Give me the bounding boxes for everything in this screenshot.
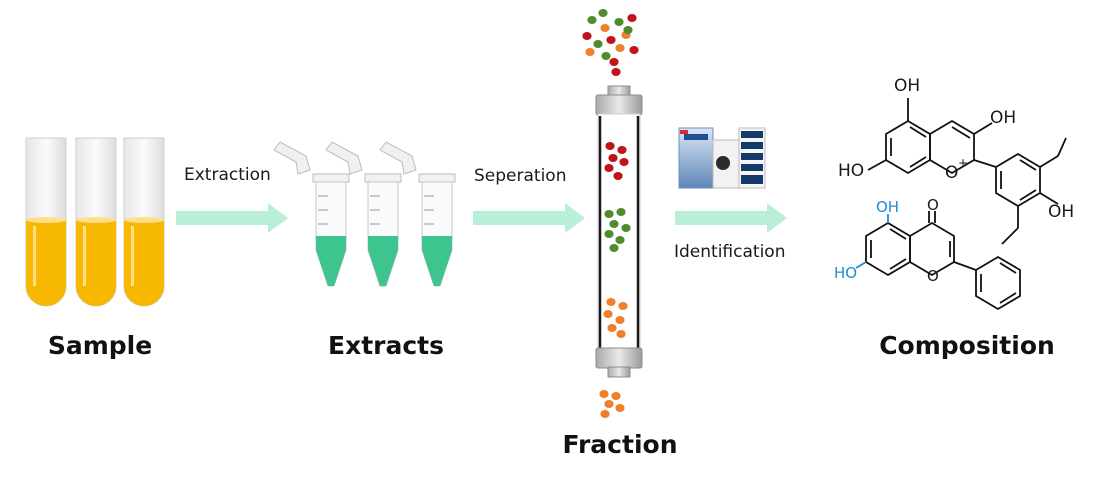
oxonium-label: O: [945, 163, 959, 183]
hydroxyl-label: OH: [876, 198, 900, 216]
particle-dot: [600, 24, 610, 32]
particle-dot: [587, 16, 597, 24]
particle-dot: [609, 58, 619, 66]
particle-dot: [606, 36, 616, 44]
particle-dot: [617, 146, 627, 154]
particle-dot: [618, 302, 628, 310]
stage-label-fraction: Fraction: [562, 430, 678, 459]
particle-dot: [616, 330, 626, 338]
particle-dot: [604, 400, 614, 408]
stage-label-extracts: Extracts: [327, 331, 445, 360]
particle-dot: [615, 316, 625, 324]
stage-label-composition: Composition: [879, 331, 1055, 360]
carbonyl-label: O: [927, 196, 939, 214]
particle-dot: [600, 410, 610, 418]
ring-oxygen-label: O: [927, 267, 939, 285]
particle-dot: [619, 158, 629, 166]
hplc-instrument-icon: [678, 127, 766, 189]
test-tube: [75, 137, 117, 307]
particle-dot: [611, 392, 621, 400]
test-tube: [123, 137, 165, 307]
particle-dot: [604, 230, 614, 238]
charge-label: +: [958, 156, 969, 170]
step-label-identification: Identification: [674, 242, 786, 262]
particle-dot: [604, 210, 614, 218]
anthocyanidin-structure: [867, 98, 1067, 245]
fraction-particles: [582, 9, 639, 418]
particle-dot: [629, 46, 639, 54]
hydroxyl-label: OH: [1048, 202, 1075, 222]
test-tube: [25, 137, 67, 307]
hydroxyl-label: OH: [990, 108, 1017, 128]
microcentrifuge-tube: [325, 141, 402, 287]
particle-dot: [604, 164, 614, 172]
particle-dot: [608, 154, 618, 162]
step-label-separation: Seperation: [474, 166, 567, 186]
particle-dot: [601, 52, 611, 60]
sample-test-tubes: [25, 137, 165, 307]
chromatography-column: [595, 85, 643, 378]
particle-dot: [585, 48, 595, 56]
arrow-extraction: [176, 203, 288, 233]
microcentrifuge-tube: [379, 141, 456, 287]
particle-dot: [606, 298, 616, 306]
particle-dot: [593, 40, 603, 48]
extract-tubes: [273, 141, 456, 287]
particle-dot: [599, 390, 609, 398]
particle-dot: [616, 208, 626, 216]
particle-dot: [609, 220, 619, 228]
arrow-separation: [473, 203, 585, 233]
particle-dot: [607, 324, 617, 332]
particle-dot: [621, 224, 631, 232]
particle-dot: [615, 404, 625, 412]
particle-dot: [611, 68, 621, 76]
particle-dot: [605, 142, 615, 150]
particle-dot: [615, 236, 625, 244]
particle-dot: [627, 14, 637, 22]
particle-dot: [609, 244, 619, 252]
particle-dot: [613, 172, 623, 180]
particle-dot: [614, 18, 624, 26]
hydroxyl-label: HO: [834, 264, 858, 282]
particle-dot: [615, 44, 625, 52]
flavone-structure: [855, 211, 1021, 311]
hydroxyl-label: HO: [838, 161, 865, 181]
particle-dot: [603, 310, 613, 318]
particle-dot: [582, 32, 592, 40]
step-label-extraction: Extraction: [184, 165, 271, 185]
stage-label-sample: Sample: [47, 331, 153, 360]
microcentrifuge-tube: [273, 141, 350, 287]
particle-dot: [623, 26, 633, 34]
arrow-identification: [675, 203, 787, 233]
hydroxyl-label: OH: [894, 76, 921, 96]
particle-dot: [598, 9, 608, 17]
